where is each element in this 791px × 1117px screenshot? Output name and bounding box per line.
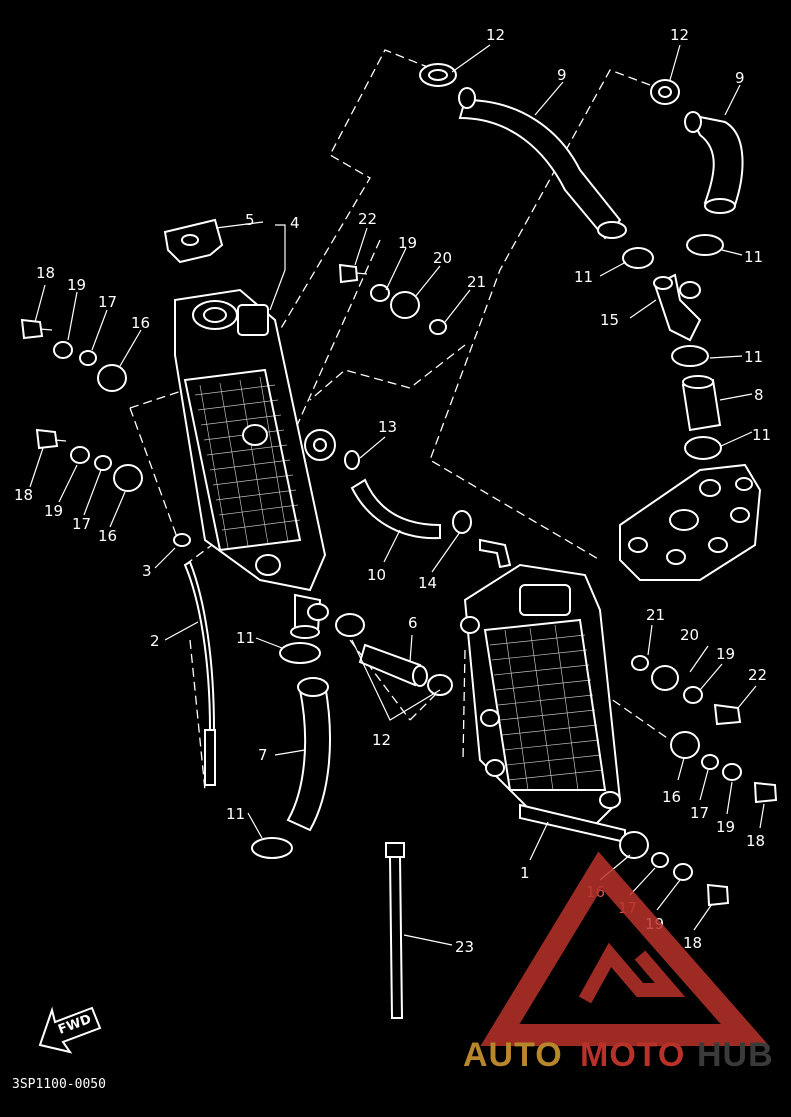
fwd-arrow-icon: FWD (38, 1006, 102, 1054)
clamps (173, 63, 724, 859)
callout-19: 19 (398, 234, 417, 252)
callout-11: 11 (236, 629, 255, 647)
callout-3: 3 (142, 562, 152, 580)
callout-1: 1 (520, 864, 530, 882)
callout-18: 18 (683, 934, 702, 952)
callout-19: 19 (716, 645, 735, 663)
callout-6: 6 (408, 614, 418, 632)
callout-19: 19 (67, 276, 86, 294)
left-radiator (174, 288, 336, 639)
callout-16: 16 (131, 314, 150, 332)
callout-12: 12 (486, 26, 505, 44)
callout-13: 13 (378, 418, 397, 436)
automotohub-logo: AUTO MOTO HUB (463, 851, 774, 1074)
callout-7: 7 (258, 746, 268, 764)
radiator-cap (163, 218, 224, 264)
callout-21: 21 (467, 273, 486, 291)
callout-11: 11 (752, 426, 771, 444)
callout-11: 11 (744, 348, 763, 366)
callout-11: 11 (574, 268, 593, 286)
callout-17: 17 (690, 804, 709, 822)
callout-12: 12 (670, 26, 689, 44)
callout-20: 20 (680, 626, 699, 644)
callout-17: 17 (72, 515, 91, 533)
callout-16: 16 (662, 788, 681, 806)
leader-lines (29, 44, 765, 946)
callout-4: 4 (290, 214, 300, 232)
callout-9: 9 (735, 69, 745, 87)
logo-text-hub: HUB (697, 1036, 774, 1074)
callout-19: 19 (44, 502, 63, 520)
callout-11: 11 (744, 248, 763, 266)
callout-5: 5 (245, 211, 255, 229)
diagram-code: 3SP1100-0050 (12, 1077, 106, 1092)
mount-hardware (20, 263, 778, 907)
logo-text-auto: AUTO (463, 1036, 563, 1074)
callout-labels: 12 12 9 9 5 4 22 19 20 21 11 11 15 11 8 … (14, 26, 771, 956)
callout-2: 2 (150, 632, 160, 650)
callout-23: 23 (455, 938, 474, 956)
callout-11: 11 (226, 805, 245, 823)
callout-14: 14 (418, 574, 437, 592)
callout-20: 20 (433, 249, 452, 267)
callout-8: 8 (754, 386, 764, 404)
callout-22: 22 (358, 210, 377, 228)
logo-text-moto: MOTO (580, 1036, 685, 1074)
callout-17: 17 (98, 293, 117, 311)
callout-9: 9 (557, 66, 567, 84)
right-radiator (460, 563, 626, 844)
callout-16: 16 (98, 527, 117, 545)
callout-19: 19 (716, 818, 735, 836)
callout-18: 18 (746, 832, 765, 850)
callout-22: 22 (748, 666, 767, 684)
callout-18: 18 (14, 486, 33, 504)
callout-12: 12 (372, 731, 391, 749)
callout-21: 21 (646, 606, 665, 624)
callout-10: 10 (367, 566, 386, 584)
callout-15: 15 (600, 311, 619, 329)
cylinder-head (619, 463, 762, 581)
hoses (183, 87, 744, 832)
callout-18: 18 (36, 264, 55, 282)
cable-tie (385, 842, 405, 1019)
